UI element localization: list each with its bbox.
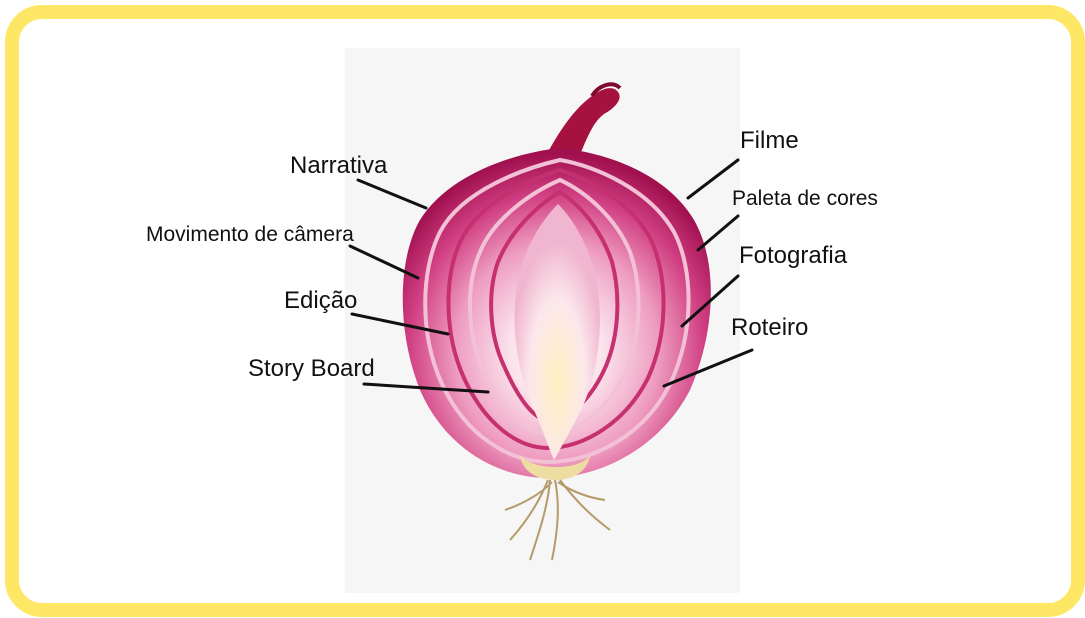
label-edicao: Edição (284, 289, 357, 313)
label-movimento-de-camera: Movimento de câmera (146, 224, 354, 245)
label-filme: Filme (740, 129, 799, 153)
label-fotografia: Fotografia (739, 244, 847, 268)
label-story-board: Story Board (248, 357, 375, 381)
label-paleta-de-cores: Paleta de cores (732, 188, 878, 209)
label-narrativa: Narrativa (290, 154, 387, 178)
label-roteiro: Roteiro (731, 316, 808, 340)
